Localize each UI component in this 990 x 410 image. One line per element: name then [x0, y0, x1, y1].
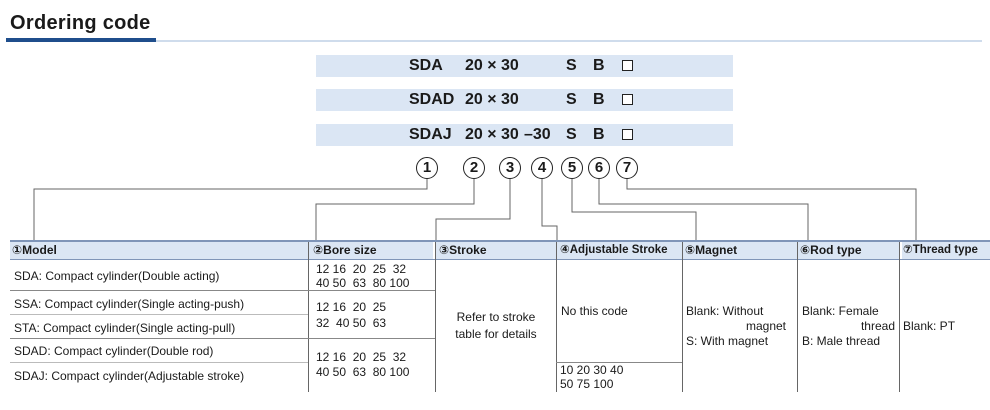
column-divider [556, 242, 557, 392]
code-magnet: S [566, 91, 577, 108]
magnet-s: S: With magnet [686, 334, 769, 348]
column-divider [308, 242, 309, 392]
title-underline [6, 38, 156, 42]
bore-group-3-line2: 40 50 63 80 100 [316, 365, 410, 379]
row-divider [10, 338, 435, 339]
model-sdaj: SDAJ: Compact cylinder(Adjustable stroke… [14, 369, 245, 383]
magnet-blank-cont: magnet [745, 319, 786, 333]
marker-7: 7 [616, 157, 638, 179]
rod-blank-cont: thread [860, 319, 895, 333]
page-title: Ordering code [10, 12, 151, 34]
header-stroke: ③Stroke [436, 242, 557, 259]
bore-group-2-line2: 32 40 50 63 [316, 316, 387, 330]
marker-1: 1 [416, 157, 438, 179]
header-model: ①Model [10, 242, 310, 259]
row-divider [10, 314, 308, 315]
code-model: SDAD [409, 91, 455, 108]
model-sda: SDA: Compact cylinder(Double acting) [14, 269, 220, 283]
blank-box-icon [622, 129, 633, 140]
adjustable-values-line2: 50 75 100 [560, 377, 614, 391]
header-rod: ⑥Rod type [798, 242, 900, 259]
row-divider [10, 362, 308, 363]
blank-box-icon [622, 60, 633, 71]
model-sta: STA: Compact cylinder(Single acting-pull… [14, 321, 236, 335]
blank-box-icon [622, 94, 633, 105]
bore-group-2-line1: 12 16 20 25 [316, 300, 387, 314]
model-ssa: SSA: Compact cylinder(Single acting-push… [14, 297, 245, 311]
header-bore: ②Bore size [309, 242, 433, 259]
thread-blank: Blank: PT [903, 319, 956, 333]
stroke-note-line2: table for details [455, 327, 537, 341]
marker-2: 2 [463, 157, 485, 179]
marker-5: 5 [561, 157, 583, 179]
marker-4: 4 [531, 157, 553, 179]
code-bore: 20 × 30 [465, 57, 519, 74]
adjustable-none: No this code [561, 304, 628, 318]
code-bore: 20 × 30 [465, 91, 519, 108]
row-divider [556, 362, 682, 363]
bore-group-1-line1: 12 16 20 25 32 [316, 262, 407, 276]
marker-6: 6 [588, 157, 610, 179]
model-sdad: SDAD: Compact cylinder(Double rod) [14, 344, 214, 358]
code-magnet: S [566, 126, 577, 143]
adjustable-values-line1: 10 20 30 40 [560, 363, 624, 377]
title-rule [156, 40, 982, 42]
magnet-blank: Blank: Without [686, 304, 764, 318]
code-model: SDA [409, 57, 443, 74]
code-magnet: S [566, 57, 577, 74]
header-thread: ⑦Thread type [902, 242, 990, 259]
header-adjustable: ④Adjustable Stroke [557, 242, 685, 259]
column-divider [682, 242, 683, 392]
rod-blank: Blank: Female [802, 304, 879, 318]
marker-3: 3 [499, 157, 521, 179]
code-rod: B [593, 126, 605, 143]
column-divider [797, 242, 798, 392]
stroke-note-line1: Refer to stroke [456, 310, 536, 324]
rod-b: B: Male thread [802, 334, 881, 348]
column-divider [899, 242, 900, 392]
code-rod: B [593, 57, 605, 74]
header-magnet: ⑤Magnet [683, 242, 799, 259]
ordering-table: ①Model ②Bore size ③Stroke ④Adjustable St… [10, 240, 990, 392]
code-bore: 20 × 30 [465, 126, 519, 143]
column-divider [435, 242, 436, 392]
code-rod: B [593, 91, 605, 108]
bore-group-3-line1: 12 16 20 25 32 [316, 350, 407, 364]
row-divider [10, 290, 435, 291]
code-stroke: –30 [524, 126, 551, 143]
header-rule [10, 259, 990, 260]
bore-group-1-line2: 40 50 63 80 100 [316, 276, 410, 290]
code-model: SDAJ [409, 126, 452, 143]
